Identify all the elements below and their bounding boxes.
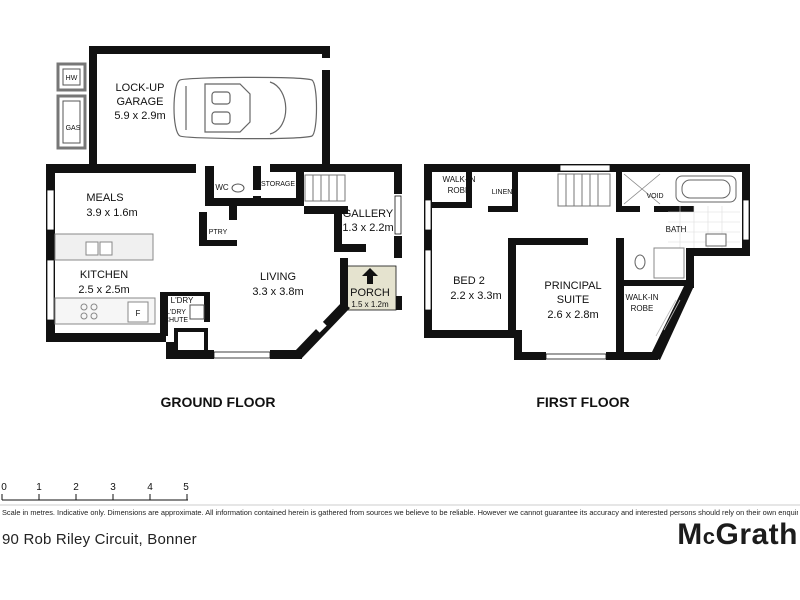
pantry-label: PTRY [209,229,228,236]
scale-tick-4: 4 [147,482,153,493]
meals-dimensions: 3.9 x 1.6m [86,207,137,219]
walk-in-robe-2-line-2: ROBE [631,304,654,313]
kitchen-bench [54,233,156,325]
toilet-icon [231,183,245,193]
logo-part-2: c [702,524,716,549]
logo-part-1: M [677,518,703,551]
porch-name: PORCH [350,287,390,299]
scale-bar: 0 1 2 3 4 5 [1,482,189,501]
hw-label: HW [66,75,78,82]
garage-dimensions: 5.9 x 2.9m [114,110,165,122]
bath-label: BATH [666,225,687,234]
bed-2-dimensions: 2.2 x 3.3m [450,290,501,302]
principal-suite-name-2: SUITE [557,294,589,306]
living-dimensions: 3.3 x 3.8m [252,286,303,298]
property-address: 90 Rob Riley Circuit, Bonner [2,531,197,548]
bathtub-icon [675,175,737,203]
storage-label: STORAGE [261,181,295,188]
agency-logo: McGrath [677,518,798,552]
ground-floor-plan: HW GAS [46,46,402,410]
kitchen-dimensions: 2.5 x 2.5m [78,284,129,296]
meals-name: MEALS [86,192,123,204]
scale-tick-2: 2 [73,482,79,493]
first-floor-plan: VOID BATH WALK-IN ROBE LINEN BED [424,164,750,410]
void-area [623,173,661,205]
entry-arrow-icon [362,268,378,284]
scale-tick-1: 1 [36,482,42,493]
vanity-icon [705,233,727,247]
car-icon [173,76,318,140]
laundry-chute-label-2: CHUTE [164,317,188,324]
first-floor-title: FIRST FLOOR [536,394,629,410]
garage-name-line-1: LOCK-UP [116,82,165,94]
scale-tick-5: 5 [183,482,189,493]
kitchen-name: KITCHEN [80,269,128,281]
gas-label: GAS [66,125,81,132]
disclaimer-text: Scale in metres. Indicative only. Dimens… [2,508,798,517]
gallery-dimensions: 1.3 x 2.2m [342,222,393,234]
wc-label: WC [215,183,229,192]
angled-living-wall [294,302,350,358]
linen-label: LINEN [492,189,513,196]
logo-part-3: Grath [715,518,798,551]
walk-in-robe-1-line-2: ROBE [448,186,471,195]
living-name: LIVING [260,271,296,283]
scale-tick-3: 3 [110,482,116,493]
ground-floor-title: GROUND FLOOR [160,394,275,410]
laundry-chute-label-1: L'DRY [166,309,186,316]
garage-name-line-2: GARAGE [116,96,163,108]
porch-dimensions: 1.5 x 1.2m [351,300,389,309]
scale-tick-0: 0 [1,482,7,493]
walk-in-robe-1-line-1: WALK-IN [442,175,475,184]
stairs-upper [557,173,611,207]
hot-water-unit [56,62,87,92]
robe-hatch [655,299,681,337]
gas-unit [56,94,87,150]
principal-suite-name-1: PRINCIPAL [544,280,601,292]
toilet-upper-icon [634,254,646,270]
bed-2-name: BED 2 [453,275,485,287]
stairs [304,174,346,202]
shower-icon [653,247,685,279]
laundry-label: L'DRY [171,296,194,305]
principal-suite-dimensions: 2.6 x 2.8m [547,309,598,321]
void-label: VOID [646,193,663,200]
gallery-name: GALLERY [343,208,394,220]
fridge-label: F [136,309,141,318]
walk-in-robe-2-line-1: WALK-IN [625,293,658,302]
